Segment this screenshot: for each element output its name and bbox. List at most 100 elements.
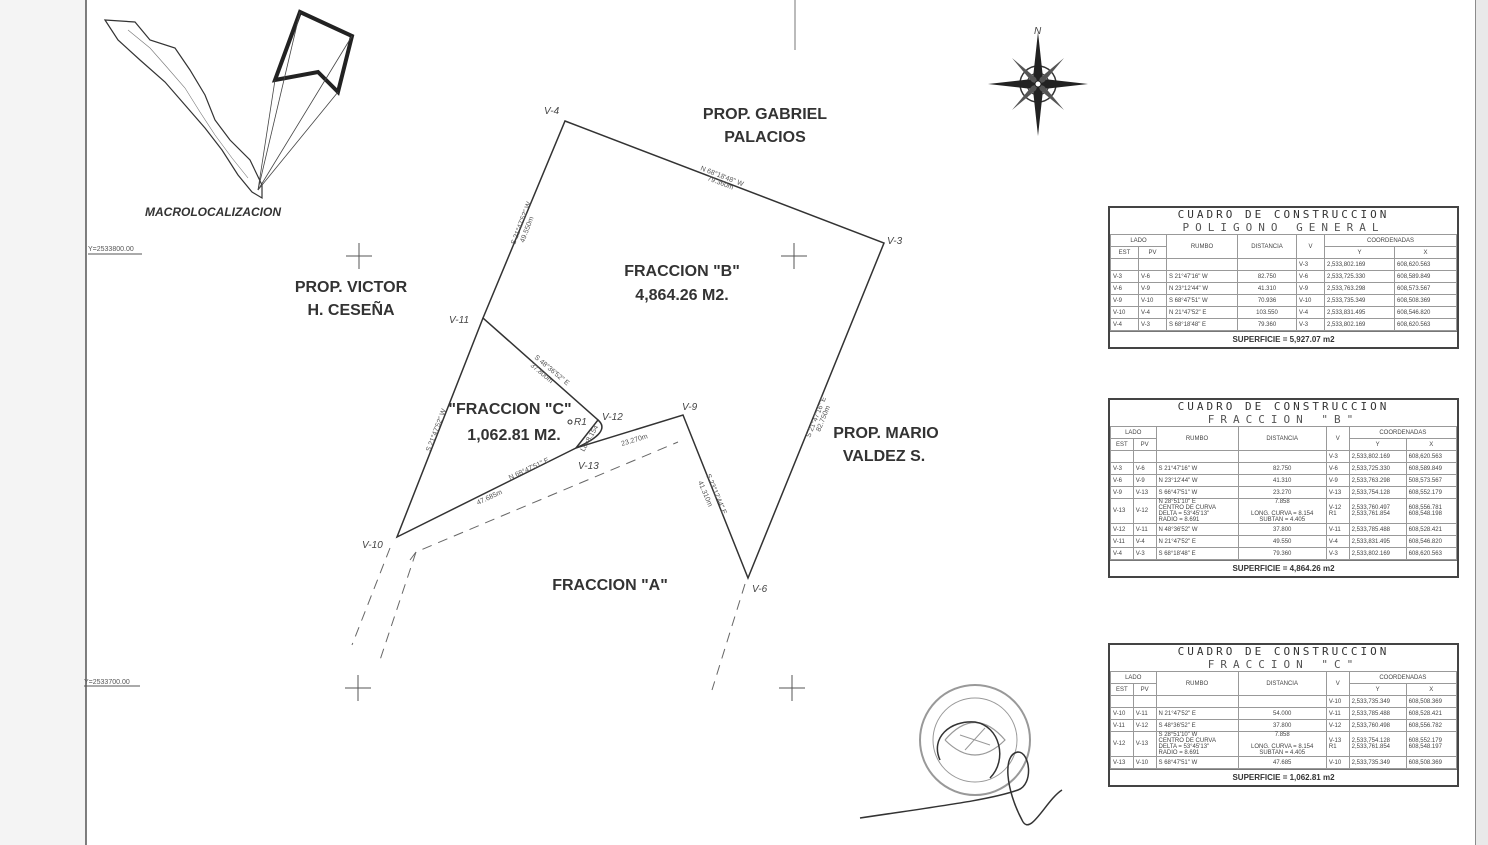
table-cell: 2,533,735.349 bbox=[1324, 294, 1396, 307]
table-cell: S 48°36'52" E bbox=[1155, 719, 1239, 732]
table-title-2: CUADRO DE CONSTRUCCION bbox=[1177, 400, 1390, 413]
table-cell: V-3 bbox=[1296, 318, 1326, 331]
table-cell: V-9 bbox=[1110, 294, 1139, 307]
col-lado: LADO bbox=[1110, 234, 1167, 247]
table-cell: 2,533,785.488 bbox=[1348, 707, 1407, 720]
table-cell: V-13 bbox=[1110, 756, 1134, 769]
macro-label: MACROLOCALIZACION bbox=[145, 205, 281, 219]
table-cell: S 28°51'10" W CENTRO DE CURVA DELTA = 53… bbox=[1155, 731, 1239, 757]
table-cell: N 21°47'52" E bbox=[1165, 306, 1239, 319]
table-cell: V-13 bbox=[1132, 731, 1157, 757]
table-cell: V-6 bbox=[1110, 474, 1134, 487]
table-cell: V-13 R1 bbox=[1325, 731, 1350, 757]
table-cell: 2,533,802.169 bbox=[1348, 450, 1407, 463]
col-x: X bbox=[1405, 438, 1458, 451]
table-cell: N 28°51'10" E CENTRO DE CURVA DELTA = 53… bbox=[1155, 498, 1239, 524]
vertex-label-v11: V-11 bbox=[449, 315, 469, 326]
vertex-label-v10: V-10 bbox=[362, 540, 383, 551]
table-cell: 2,533,725.330 bbox=[1348, 462, 1407, 475]
table-cell: 7.858 LONG. CURVA = 8.154 SUBTAN = 4.405 bbox=[1237, 498, 1327, 524]
table-cell: 608,528.421 bbox=[1405, 523, 1458, 536]
col-y: Y bbox=[1348, 683, 1407, 696]
table-cell bbox=[1165, 258, 1239, 271]
table-cell: V-11 bbox=[1110, 719, 1134, 732]
table-cell: V-10 bbox=[1325, 695, 1350, 708]
table-cell: V-3 bbox=[1325, 547, 1350, 560]
table-cell: 79.360 bbox=[1237, 318, 1298, 331]
table-cell bbox=[1132, 695, 1157, 708]
vertex-label-r1: R1 bbox=[574, 417, 587, 428]
fraction-b-area: 4,864.26 M2. bbox=[635, 287, 728, 304]
table-cell: 508,573.567 bbox=[1405, 474, 1458, 487]
north-arrow-icon bbox=[988, 32, 1088, 136]
table-cell: V-11 bbox=[1132, 707, 1157, 720]
vertex-label-v4: V-4 bbox=[544, 106, 560, 117]
table-cell: S 66°47'51" W bbox=[1155, 486, 1239, 499]
table-cell: 2,533,763.298 bbox=[1348, 474, 1407, 487]
col-x: X bbox=[1405, 683, 1458, 696]
table-cell: V-9 bbox=[1137, 282, 1167, 295]
table-cell: V-4 bbox=[1110, 547, 1134, 560]
table-cell: 608,508.369 bbox=[1405, 695, 1458, 708]
table-poligono-general: CUADRO DE CONSTRUCCION POLIGONO GENERAL … bbox=[1108, 206, 1459, 349]
table-cell: 49.550 bbox=[1237, 535, 1327, 548]
table-cell: V-3 bbox=[1110, 270, 1139, 283]
table-cell: 608,556.782 bbox=[1405, 719, 1458, 732]
table-cell: 2,533,802.169 bbox=[1348, 547, 1407, 560]
location-marker-icon bbox=[271, 9, 355, 96]
table-cell: V-3 bbox=[1110, 462, 1134, 475]
col-distancia: DISTANCIA bbox=[1237, 671, 1327, 696]
table-cell: 608,546.820 bbox=[1394, 306, 1457, 319]
table-cell: 2,533,725.330 bbox=[1324, 270, 1396, 283]
table-cell: V-11 bbox=[1132, 523, 1157, 536]
table-cell: 82.750 bbox=[1237, 270, 1298, 283]
table-cell: 54.000 bbox=[1237, 707, 1327, 720]
table-cell: V-4 bbox=[1325, 535, 1350, 548]
col-est: EST bbox=[1110, 438, 1134, 451]
col-coordenadas: COORDENADAS bbox=[1348, 426, 1458, 439]
col-coordenadas: COORDENADAS bbox=[1324, 234, 1457, 247]
table-cell: V-6 bbox=[1296, 270, 1326, 283]
table-cell: 608,620.563 bbox=[1405, 547, 1458, 560]
curve-center-marker bbox=[567, 419, 573, 425]
vertex-label-v12: V-12 bbox=[602, 412, 623, 423]
table-title-3: CUADRO DE CONSTRUCCION bbox=[1177, 645, 1390, 658]
table-title-1: CUADRO DE CONSTRUCCION bbox=[1177, 208, 1390, 221]
table-cell: 2,533,802.169 bbox=[1324, 258, 1396, 271]
table-cell: 608,546.820 bbox=[1405, 535, 1458, 548]
table-cell: S 68°18'48" E bbox=[1165, 318, 1239, 331]
col-pv: PV bbox=[1137, 246, 1167, 259]
table-cell: S 21°47'16" W bbox=[1155, 462, 1239, 475]
table-cell: S 68°47'51" W bbox=[1165, 294, 1239, 307]
col-est: EST bbox=[1110, 246, 1139, 259]
owner-gabriel-line1: PROP. GABRIEL bbox=[703, 106, 827, 123]
table-cell bbox=[1237, 258, 1298, 271]
table-cell: 2,533,760.498 bbox=[1348, 719, 1407, 732]
table-cell: V-11 bbox=[1325, 707, 1350, 720]
col-x: X bbox=[1394, 246, 1457, 259]
table-cell: 2,533,735.349 bbox=[1348, 756, 1407, 769]
table-cell: V-9 bbox=[1325, 474, 1350, 487]
table-cell: 608,620.563 bbox=[1394, 318, 1457, 331]
table-cell: 103.550 bbox=[1237, 306, 1298, 319]
col-distancia: DISTANCIA bbox=[1237, 234, 1298, 259]
fraction-b-name: FRACCION "B" bbox=[624, 263, 740, 280]
col-lado: LADO bbox=[1110, 671, 1157, 684]
table-cell: V-13 bbox=[1132, 486, 1157, 499]
table-cell: V-3 bbox=[1296, 258, 1326, 271]
table-cell: 608,552.179 bbox=[1405, 486, 1458, 499]
table-cell: V-11 bbox=[1110, 535, 1134, 548]
table-cell: S 68°18'48" E bbox=[1155, 547, 1239, 560]
table-cell: V-13 bbox=[1110, 498, 1134, 524]
fraction-a-name: FRACCION "A" bbox=[552, 577, 668, 594]
table-cell: V-3 bbox=[1132, 547, 1157, 560]
col-y: Y bbox=[1348, 438, 1407, 451]
table-cell bbox=[1237, 450, 1327, 463]
owner-mario-line1: PROP. MARIO bbox=[833, 425, 939, 442]
